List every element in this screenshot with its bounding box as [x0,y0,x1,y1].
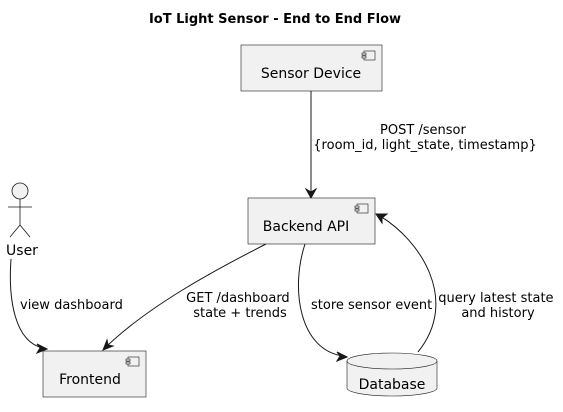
component-sensor-device[interactable]: Sensor Device [240,44,383,92]
user-actor-icon [8,182,32,238]
arrowhead-icon [304,187,318,200]
edge-label-store-sensor-event: store sensor event [311,298,432,313]
database-cylinder-icon [346,352,438,397]
component-icon [361,50,376,61]
component-label: Backend API [263,219,349,235]
arrowhead-icon [335,351,349,363]
component-label: Frontend [59,372,121,388]
database-label: Database [359,377,426,393]
svg-text:query latest state and h: query latest state and history [438,291,557,321]
database-node[interactable]: Database [346,352,438,397]
component-backend-api[interactable]: Backend API [247,197,376,245]
component-icon [354,203,369,214]
edge-backend-to-frontend: GET /dashboard state + trends [102,243,294,351]
actor-user[interactable]: User [6,182,38,259]
svg-text:POST /sensor {room_id, l: POST /sensor {room_id, light_state, time… [313,123,536,153]
diagram-title: IoT Light Sensor - End to End Flow [149,12,401,27]
edge-label-and-history: and history [461,306,535,321]
component-frontend[interactable]: Frontend [42,350,147,398]
edge-label-query-latest-state: query latest state [438,291,553,306]
edge-user-to-frontend: view dashboard [9,258,123,355]
arrowhead-icon [35,343,49,355]
edge-label-post-sensor: POST /sensor [380,123,467,138]
edge-database-to-backend: query latest state and history [375,213,557,353]
edge-label-sensor-payload: {room_id, light_state, timestamp} [313,138,536,153]
arrowhead-icon [102,338,115,351]
edge-label-get-dashboard: GET /dashboard [186,291,290,306]
actor-label: User [6,243,38,259]
edge-sensor-to-backend: POST /sensor {room_id, light_state, time… [304,91,537,200]
edge-label-state-trends: state + trends [193,306,287,321]
edge-label-view-dashboard: view dashboard [20,298,123,313]
component-label: Sensor Device [261,66,361,82]
edge-backend-to-database: store sensor event [297,243,432,363]
svg-text:GET /dashboard state + t: GET /dashboard state + trends [186,291,294,321]
component-icon [125,356,140,367]
arrowhead-icon [375,213,389,225]
